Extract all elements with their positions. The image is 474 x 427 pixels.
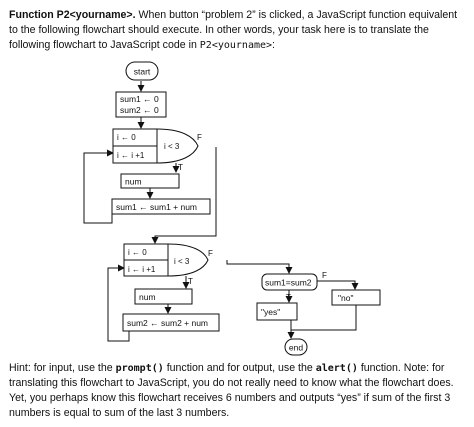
loop1-true: T [178, 163, 183, 172]
input-num-2 [134, 288, 193, 305]
intro-text: When button “problem 2” is clicked, a Ja… [9, 9, 458, 51]
decision-box [261, 273, 318, 291]
init-sum1: sum1 ← 0 [120, 94, 159, 104]
decision-false: F [322, 271, 327, 280]
accum-sum2-label: sum2 ← sum2 + num [127, 318, 208, 328]
init-sum2: sum2 ← 0 [120, 105, 159, 115]
loop1-inc: i ← i +1 [117, 151, 145, 160]
function-name: Function P2<yourname>. [9, 9, 136, 21]
end-terminal [284, 338, 308, 356]
start-terminal [125, 61, 159, 81]
intro-paragraph: Function P2<yourname>. When button “prob… [9, 8, 467, 53]
loop2-false: F [208, 249, 213, 258]
hint-code-alert: alert() [315, 363, 358, 374]
start-label: start [134, 67, 151, 77]
loop2-inc: i ← i +1 [128, 265, 156, 274]
intro-colon: : [272, 39, 275, 51]
init-box [115, 91, 167, 118]
loop2-init: i ← 0 [128, 248, 147, 257]
loop1-false: F [197, 133, 202, 142]
output-no [331, 289, 381, 306]
hint-paragraph: Hint: for input, use the prompt() functi… [9, 361, 467, 421]
hint-text-3: function. Note: for translating this flo… [9, 362, 454, 419]
accum-sum2 [122, 313, 220, 332]
hint-text-1: Hint: for input, use the [9, 362, 116, 374]
output-yes-label: "yes" [261, 307, 280, 317]
input-num-1-label: num [125, 177, 142, 187]
output-yes [256, 302, 298, 321]
loop1-init: i ← 0 [117, 133, 136, 142]
decision-label: sum1=sum2 [265, 278, 312, 288]
end-label: end [289, 343, 303, 353]
loop2-true: T [188, 277, 193, 286]
input-num-2-label: num [139, 292, 156, 302]
accum-sum1-label: sum1 ← sum1 + num [116, 202, 197, 212]
loop2-cond: i < 3 [174, 257, 190, 266]
accum-sum1 [111, 198, 211, 215]
output-no-label: "no" [338, 293, 354, 303]
loop1-cond: i < 3 [164, 142, 180, 151]
intro-code: P2<yourname> [199, 40, 273, 51]
hint-code-prompt: prompt() [115, 363, 164, 374]
input-num-1 [120, 173, 180, 189]
decision-true: T [286, 293, 291, 302]
hint-text-2: function and for output, use the [163, 362, 316, 374]
